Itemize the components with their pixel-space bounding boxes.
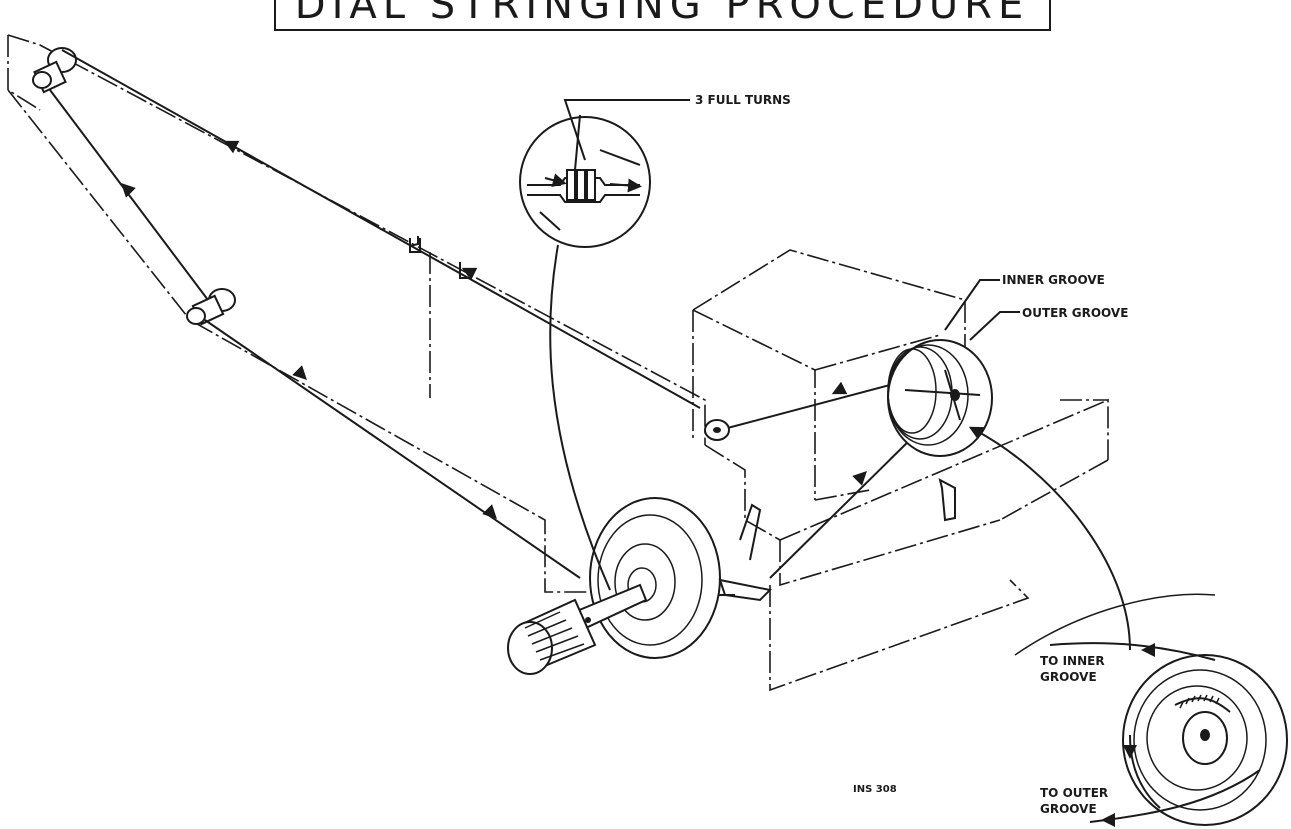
outer-groove-label: OUTER GROOVE (1022, 306, 1128, 320)
title-box: DIAL STRINGING PROCEDURE (274, 0, 1051, 31)
tuning-flywheel (589, 497, 721, 659)
front-chassis (704, 398, 1109, 692)
capacitor-pulley (704, 419, 730, 441)
figure-number: INS 308 (853, 784, 897, 795)
to-inner-groove-line1: TO INNER (1040, 654, 1105, 668)
detail-arrow-arc (968, 426, 1131, 651)
drive-drum (887, 339, 993, 457)
detail-outline (1014, 593, 1216, 656)
to-inner-groove-line2: GROOVE (1040, 670, 1097, 684)
middle-left-pulley (186, 288, 236, 326)
three-full-turns-label: 3 FULL TURNS (695, 93, 791, 107)
tuning-knob (507, 598, 597, 675)
drive-bracket (718, 503, 773, 602)
cord-clips (409, 238, 470, 279)
three-turns-inset (519, 114, 651, 591)
to-outer-groove-line1: TO OUTER (1040, 786, 1108, 800)
to-outer-groove-line2: GROOVE (1040, 802, 1097, 816)
inner-groove-label: INNER GROOVE (1002, 273, 1105, 287)
drum-detail (1049, 642, 1288, 827)
diagram-title: DIAL STRINGING PROCEDURE (295, 0, 1029, 28)
three-turns-leader (563, 99, 690, 161)
tuning-capacitor-box (692, 249, 966, 501)
groove-leaders (944, 279, 1020, 341)
dial-cord (49, 49, 921, 602)
chassis-panel (7, 34, 706, 593)
